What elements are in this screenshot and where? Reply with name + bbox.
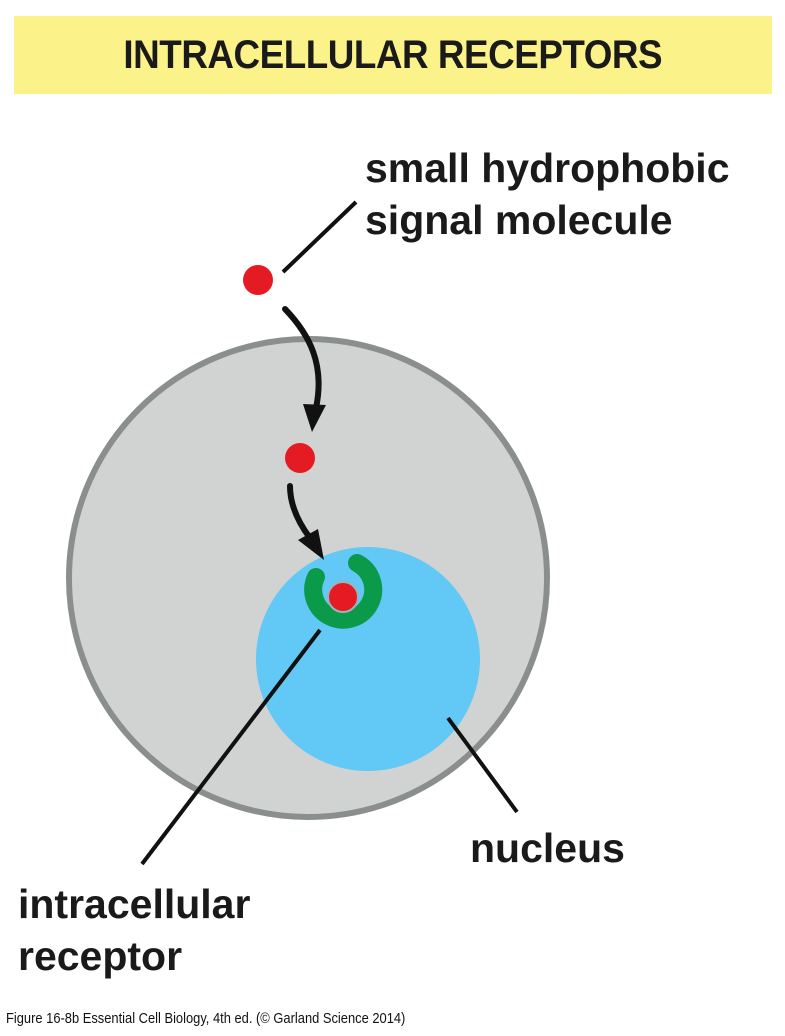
signal-molecule-label-line-2: signal molecule <box>365 197 673 243</box>
receptor-leader-line <box>140 628 322 866</box>
signal-molecule-outside <box>243 265 273 295</box>
signal-molecule-bound <box>327 581 359 613</box>
signal-molecule-label: small hydrophobic signal molecule <box>365 142 730 246</box>
title-banner: INTRACELLULAR RECEPTORS <box>14 16 772 94</box>
signal-molecule-label-line-1: small hydrophobic <box>365 145 730 191</box>
receptor-label: intracellular receptor <box>18 878 250 982</box>
nucleus-label-text: nucleus <box>470 825 625 871</box>
entry-arrow <box>282 306 322 411</box>
nucleus-leader-line <box>446 716 519 814</box>
binding-arrow-head <box>298 529 324 560</box>
nucleus-label: nucleus <box>470 822 625 874</box>
signal-molecule-cytoplasm <box>285 443 315 473</box>
intracellular-receptor <box>304 554 383 629</box>
receptor-label-line-2: receptor <box>18 933 183 979</box>
binding-arrow <box>287 483 313 541</box>
signal-molecule-leader-line <box>281 200 358 274</box>
receptor-label-line-1: intracellular <box>18 881 251 927</box>
figure-caption: Figure 16-8b Essential Cell Biology, 4th… <box>6 1010 406 1027</box>
diagram-title: INTRACELLULAR RECEPTORS <box>123 32 663 77</box>
entry-arrow-head <box>303 404 326 432</box>
